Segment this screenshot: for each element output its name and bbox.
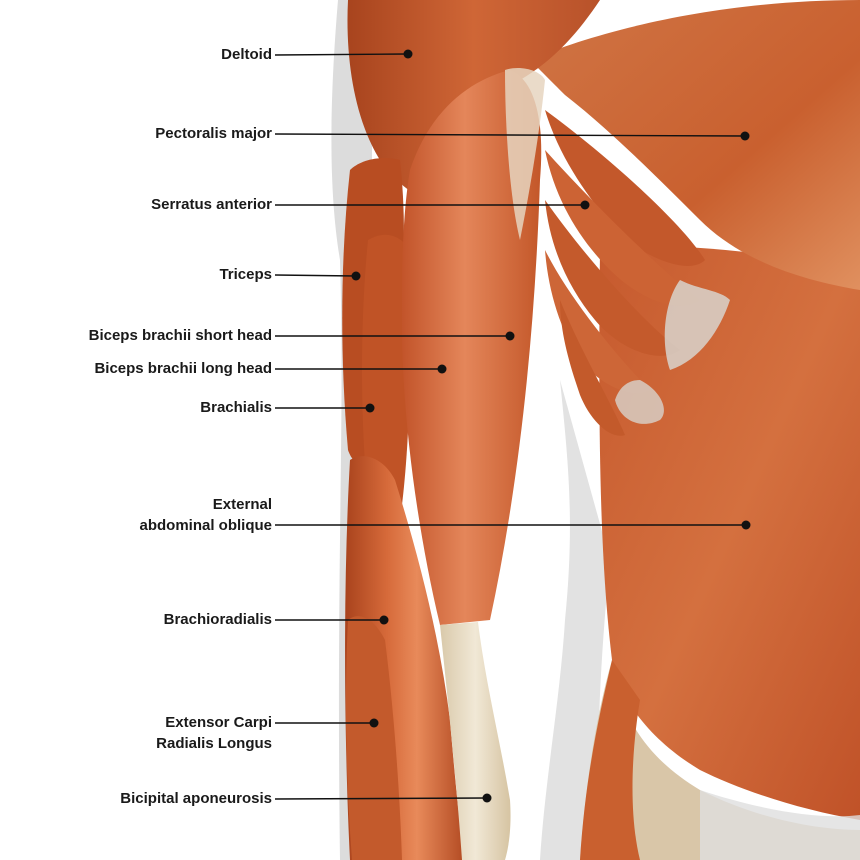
marker-dot-brachialis [365,403,375,413]
biceps-shape [401,70,542,625]
torso-shadow [540,380,610,860]
fascia-patch [700,790,860,860]
label-triceps: Triceps [219,264,272,285]
leader-line-bicipital-aponeurosis [274,797,488,800]
leader-line-deltoid [274,53,409,56]
label-external-abdominal-oblique: External abdominal oblique [139,494,272,536]
label-text: Biceps brachii short head [88,327,272,344]
label-text: Radialis Longus [156,735,272,752]
marker-dot-deltoid [403,49,413,59]
brachialis-shape [362,234,411,524]
label-brachialis: Brachialis [200,397,272,418]
label-brachioradialis: Brachioradialis [164,609,272,630]
label-text: Brachialis [200,399,272,416]
marker-dot-bicipital-aponeurosis [482,793,492,803]
external-oblique-shape [599,246,860,820]
marker-dot-pectoralis-major [740,131,750,141]
serratus-anterior-shape [545,110,730,436]
label-serratus-anterior: Serratus anterior [151,194,272,215]
marker-dot-brachioradialis [379,615,389,625]
label-bicipital-aponeurosis: Bicipital aponeurosis [120,788,272,809]
marker-dot-biceps-short-head [505,331,515,341]
marker-dot-triceps [351,271,361,281]
biceps-tendon-shape [505,68,545,240]
label-pectoralis-major: Pectoralis major [155,123,272,144]
marker-dot-serratus-anterior [580,200,590,210]
leader-lines [274,49,751,803]
bicipital-aponeurosis-shape [440,622,511,860]
label-text: Deltoid [221,46,272,63]
label-deltoid: Deltoid [221,44,272,65]
marker-dot-biceps-long-head [437,364,447,374]
marker-dot-external-abdominal-oblique [741,520,751,530]
leader-line-triceps [274,274,357,277]
hip-fascia-shape [580,660,860,860]
label-text: Biceps brachii long head [94,360,272,377]
label-text: External [212,496,272,513]
leader-line-pectoralis-major [274,133,746,137]
marker-dot-extensor-carpi-radialis-longus [369,718,379,728]
label-text: Extensor Carpi [165,714,272,731]
label-text: Pectoralis major [155,125,272,142]
hip-muscle-shape [580,660,640,860]
label-text: Triceps [219,266,272,283]
pectoralis-major-shape [530,0,860,290]
label-text: abdominal oblique [139,517,272,534]
label-text: Bicipital aponeurosis [120,790,272,807]
label-text: Serratus anterior [151,196,272,213]
label-biceps-long-head: Biceps brachii long head [94,358,272,379]
label-text: Brachioradialis [163,611,272,628]
label-biceps-short-head: Biceps brachii short head [89,325,272,346]
